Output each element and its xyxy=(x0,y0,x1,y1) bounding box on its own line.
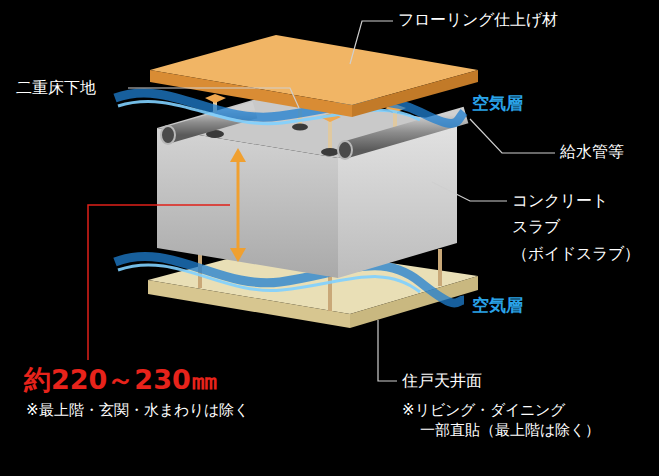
air-label: 空気層 xyxy=(472,294,523,317)
part-label: 給水管等 xyxy=(560,141,624,163)
part-label: 二重床下地 xyxy=(16,77,96,99)
part-label: フローリング仕上げ材 xyxy=(398,9,558,31)
leader-line xyxy=(128,21,555,381)
dimension-arrow xyxy=(230,148,246,262)
part-label: 住戸天井面 xyxy=(402,370,482,392)
dimension-value: 約220～230㎜ xyxy=(24,362,218,398)
note: ※リビング・ダイニング 一部直貼（最上階は除く） xyxy=(402,400,610,441)
note: ※最上階・玄関・水まわりは除く xyxy=(26,400,249,420)
dimension-leader xyxy=(88,205,230,360)
flooring xyxy=(150,35,478,117)
air-label: 空気層 xyxy=(472,92,523,115)
part-label: コンクリート スラブ （ボイドスラブ） xyxy=(512,188,652,267)
